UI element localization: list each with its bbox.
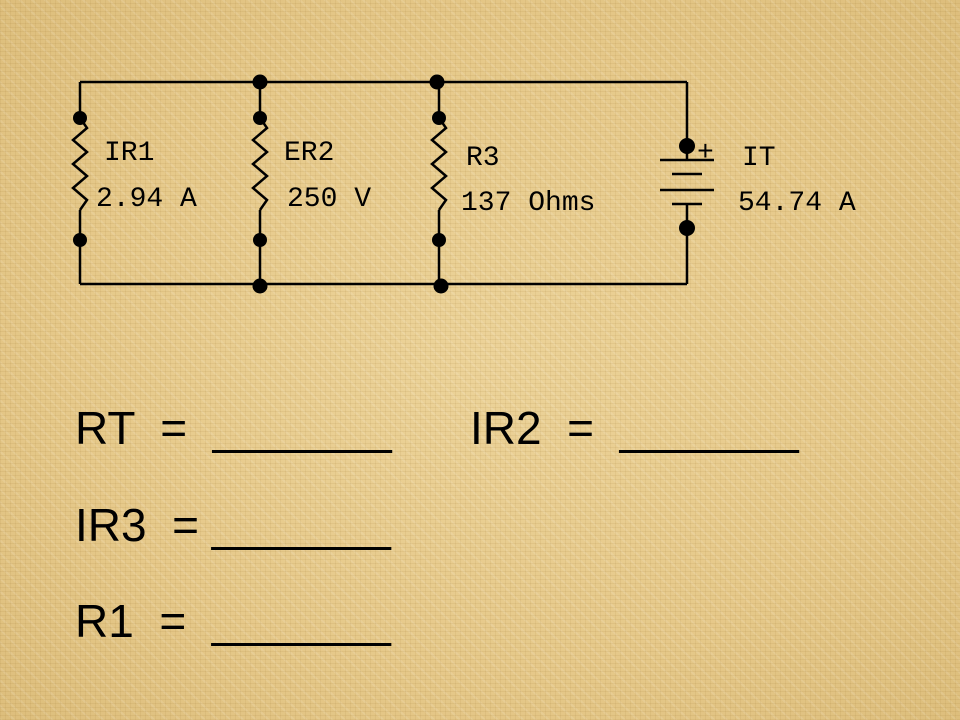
- battery-value: 54.74 A: [738, 188, 856, 219]
- battery-label: IT: [742, 143, 776, 174]
- question-ir2: IR2 = _______: [470, 402, 799, 454]
- question-ir3: IR3 = _______: [75, 499, 391, 551]
- r3-value: 137 Ohms: [461, 188, 595, 219]
- r1-label: IR1: [104, 138, 154, 169]
- question-rt: RT = _______: [75, 402, 392, 454]
- question-r1: R1 = _______: [75, 595, 391, 647]
- junction-dots: [73, 74, 695, 294]
- r3-label: R3: [466, 143, 500, 174]
- r2-value: 250 V: [287, 184, 371, 215]
- battery-polarity: +: [697, 138, 714, 169]
- r2-label: ER2: [284, 138, 334, 169]
- battery: [660, 82, 714, 284]
- resistor-r1: [71, 82, 89, 284]
- r1-value: 2.94 A: [96, 184, 197, 215]
